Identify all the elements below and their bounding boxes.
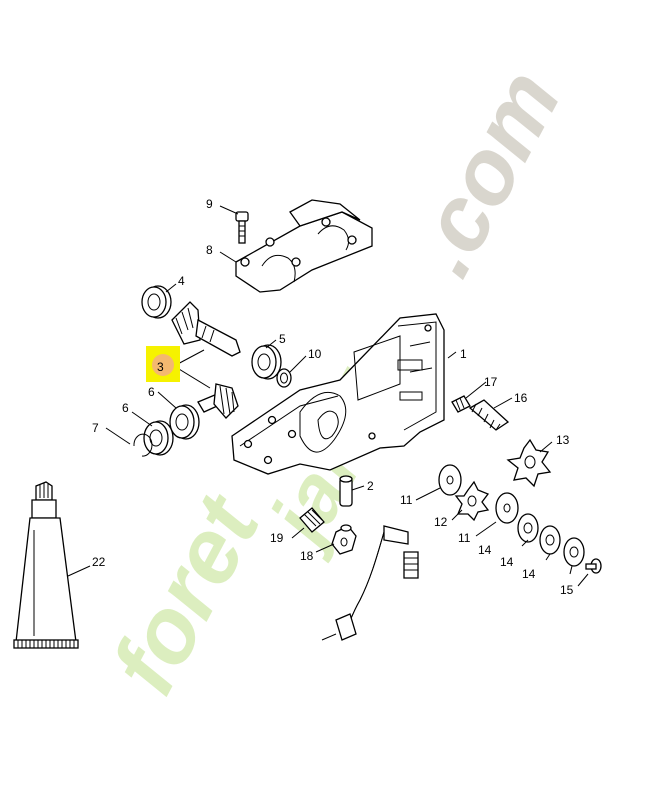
callout-22[interactable]: 22 <box>92 555 106 569</box>
part-14-washers <box>517 513 585 567</box>
callout-9[interactable]: 9 <box>206 197 213 211</box>
watermark-com: .com <box>390 54 581 291</box>
callout-14-a[interactable]: 14 <box>478 543 492 557</box>
callout-18[interactable]: 18 <box>300 549 314 563</box>
callout-13[interactable]: 13 <box>556 433 570 447</box>
part-1-gear-housing <box>231 313 445 475</box>
part-6-bearing-left <box>143 420 174 456</box>
part-13-sprocket <box>506 438 552 488</box>
callout-3-dot <box>152 354 174 376</box>
part-10-ring <box>276 368 292 388</box>
callout-16[interactable]: 16 <box>514 391 528 405</box>
part-15-screw <box>585 558 602 574</box>
callout-3[interactable]: 3 <box>157 360 164 374</box>
callout-10[interactable]: 10 <box>308 347 322 361</box>
part-3-gear-shaft-lower <box>197 383 239 419</box>
oil-hose <box>321 525 419 641</box>
callout-7[interactable]: 7 <box>92 421 99 435</box>
callout-6-left[interactable]: 6 <box>122 401 129 415</box>
part-2-pin <box>339 475 353 507</box>
callout-15[interactable]: 15 <box>560 583 574 597</box>
part-17-set-screw <box>451 395 471 413</box>
part-3-gear-shaft-upper <box>171 301 241 357</box>
part-5-bearing <box>251 344 282 380</box>
callout-14-c[interactable]: 14 <box>522 567 536 581</box>
part-9-screw <box>235 211 249 244</box>
callout-8[interactable]: 8 <box>206 243 213 257</box>
part-12-sprocket-small <box>454 480 490 522</box>
part-6-bearing-right <box>169 404 200 440</box>
part-8-clamp <box>235 199 373 293</box>
callout-12[interactable]: 12 <box>434 515 448 529</box>
callout-11-lower[interactable]: 11 <box>458 531 471 545</box>
callout-5[interactable]: 5 <box>279 332 286 346</box>
callout-6-right[interactable]: 6 <box>148 385 155 399</box>
part-22-grease-tube <box>13 481 79 649</box>
part-7-circlip <box>133 433 153 457</box>
part-4-bearing <box>141 285 172 319</box>
part-19-spring <box>299 507 325 533</box>
callout-17[interactable]: 17 <box>484 375 498 389</box>
callout-19[interactable]: 19 <box>270 531 284 545</box>
part-11-washer-lower <box>495 492 519 524</box>
watermark-foret: foret <box>93 478 281 709</box>
part-18-valve <box>331 524 357 555</box>
callout-labels: 1 2 3 4 5 6 6 7 8 9 10 11 11 12 13 14 14… <box>92 197 574 597</box>
callout-1[interactable]: 1 <box>460 347 467 361</box>
part-16-stud <box>468 399 510 431</box>
part-11-washer-upper <box>438 464 462 496</box>
callout-14-b[interactable]: 14 <box>500 555 514 569</box>
callout-2[interactable]: 2 <box>367 479 374 493</box>
callout-4[interactable]: 4 <box>178 274 185 288</box>
callout-11-upper[interactable]: 11 <box>400 493 413 507</box>
